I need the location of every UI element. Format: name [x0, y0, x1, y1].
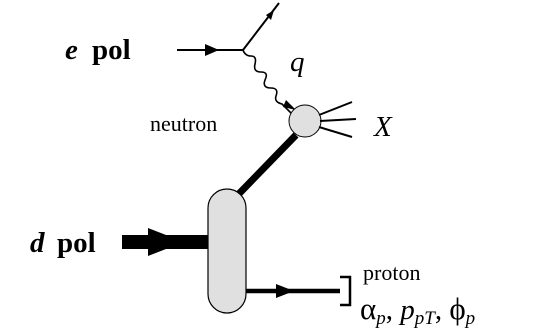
p-subscript: pT: [413, 308, 437, 329]
deuteron-incoming-arrow: [122, 228, 210, 256]
separator-2: ,: [435, 294, 450, 326]
deuteron-blob: [207, 188, 247, 314]
phi-subscript: p: [464, 308, 476, 329]
proton-outgoing-line: [246, 284, 340, 298]
neutron-label: neutron: [150, 111, 217, 136]
alpha-symbol: α: [360, 291, 376, 326]
x-fan-lines: [318, 101, 357, 138]
neutron-line: [227, 132, 299, 206]
separator-1: ,: [386, 294, 401, 326]
detector-bracket: [340, 275, 352, 307]
electron-outgoing-line: [242, 2, 280, 51]
p-symbol: p: [398, 294, 415, 326]
d-label: d: [30, 227, 45, 259]
alpha-subscript: p: [374, 308, 386, 329]
virtual-photon-line: [242, 49, 296, 115]
kinematics-label: αp, ppT, ϕp: [360, 291, 475, 329]
x-label: X: [373, 111, 393, 143]
neutron-vertex-blob: [288, 104, 322, 138]
electron-incoming-line: [177, 44, 243, 56]
d-pol-label: pol: [57, 227, 96, 259]
proton-label: proton: [363, 260, 420, 285]
e-pol-label: pol: [92, 34, 131, 66]
q-label: q: [290, 46, 305, 78]
phi-symbol: ϕ: [449, 291, 465, 326]
e-label: e: [65, 34, 78, 66]
